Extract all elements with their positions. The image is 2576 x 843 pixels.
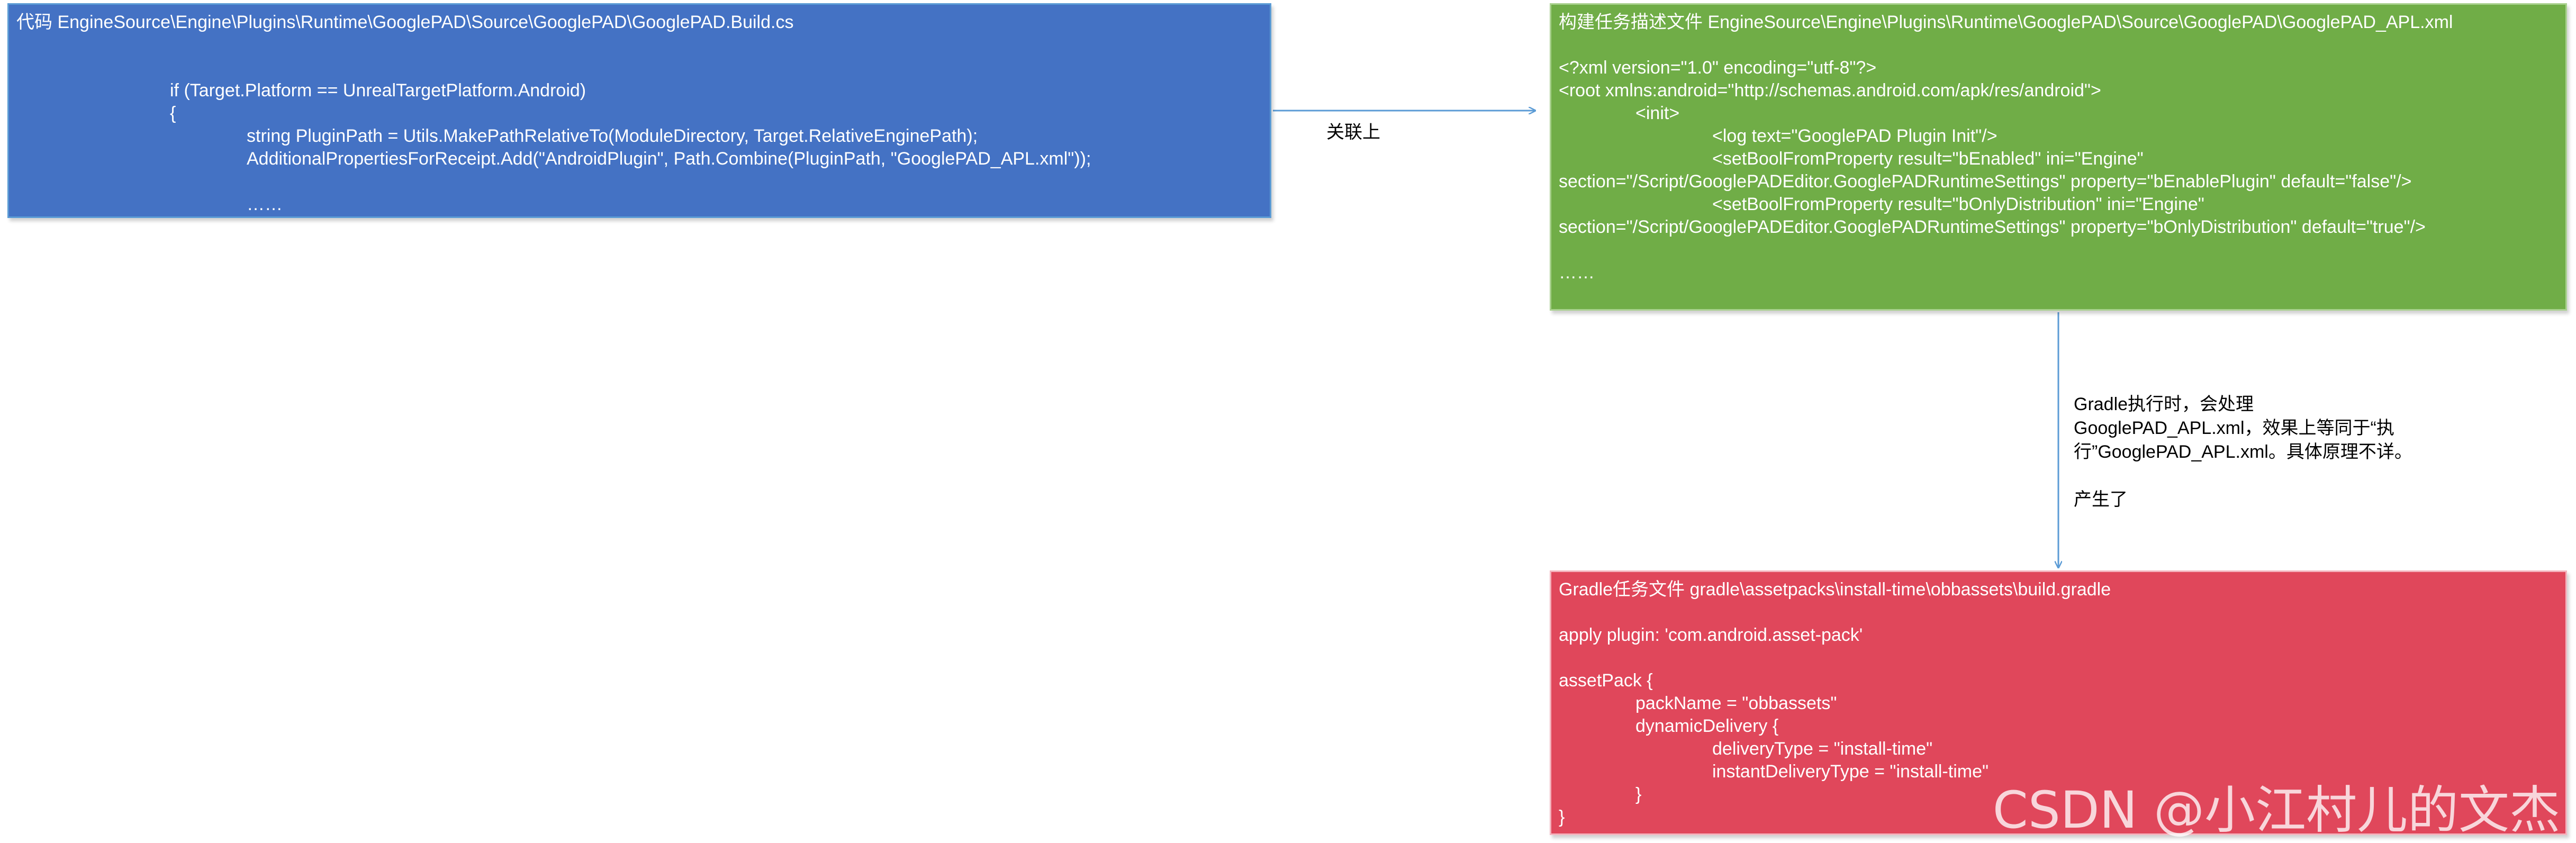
gradle-box-title: Gradle任务文件 gradle\assetpacks\install-tim… (1559, 579, 2111, 600)
apl-box-title: 构建任务描述文件 EngineSource\Engine\Plugins\Run… (1559, 12, 2453, 32)
csdn-watermark: CSDN @小江村儿的文杰 (1992, 781, 2560, 840)
code-line: if (Target.Platform == UnrealTargetPlatf… (170, 80, 586, 101)
note-line: GooglePAD_APL.xml，效果上等同于“执 (2074, 418, 2394, 438)
xml-line: section="/Script/GooglePADEditor.GoogleP… (1559, 217, 2426, 237)
note-line: 行”GooglePAD_APL.xml。具体原理不详。 (2074, 442, 2412, 462)
code-line: AdditionalPropertiesForReceipt.Add("Andr… (247, 149, 1091, 169)
gradle-processing-note: Gradle执行时，会处理 GooglePAD_APL.xml，效果上等同于“执… (2074, 393, 2539, 512)
gradle-line: deliveryType = "install-time" (1712, 739, 1933, 759)
xml-line: <setBoolFromProperty result="bOnlyDistri… (1712, 194, 2204, 214)
gradle-line: } (1635, 784, 1642, 804)
xml-line: …… (1559, 262, 1595, 283)
xml-line: <?xml version="1.0" encoding="utf-8"?> (1559, 58, 1877, 78)
build-cs-code-box: 代码 EngineSource\Engine\Plugins\Runtime\G… (7, 3, 1271, 218)
code-line: string PluginPath = Utils.MakePathRelati… (247, 126, 978, 146)
code-line (16, 34, 1262, 57)
gradle-line: packName = "obbassets" (1635, 693, 1837, 713)
gradle-line: dynamicDelivery { (1635, 716, 1779, 736)
xml-line: <root xmlns:android="http://schemas.andr… (1559, 80, 2101, 101)
xml-line: <init> (1635, 103, 1680, 123)
xml-line (1559, 239, 2558, 261)
note-line (2074, 464, 2539, 488)
code-box-title: 代码 EngineSource\Engine\Plugins\Runtime\G… (16, 12, 794, 32)
note-line: 产生了 (2074, 490, 2128, 510)
code-line: { (170, 103, 176, 123)
gradle-line: apply plugin: 'com.android.asset-pack' (1559, 625, 1863, 645)
gradle-line (1559, 601, 2558, 624)
gradle-line: } (1559, 807, 1565, 827)
link-label: 关联上 (1326, 122, 1380, 142)
xml-line: section="/Script/GooglePADEditor.GoogleP… (1559, 171, 2412, 192)
code-line: …… (247, 194, 283, 214)
xml-line: <log text="GooglePAD Plugin Init"/> (1712, 126, 1997, 146)
note-line: Gradle执行时，会处理 (2074, 394, 2254, 414)
code-line (16, 170, 1262, 193)
gradle-line (1559, 647, 2558, 669)
build-gradle-box: Gradle任务文件 gradle\assetpacks\install-tim… (1550, 570, 2567, 840)
code-line (16, 57, 1262, 79)
gradle-line: instantDeliveryType = "install-time" (1712, 762, 1989, 782)
xml-line (1559, 34, 2558, 57)
xml-line: <setBoolFromProperty result="bEnabled" i… (1712, 149, 2144, 169)
gradle-line: assetPack { (1559, 670, 1653, 691)
apl-xml-box: 构建任务描述文件 EngineSource\Engine\Plugins\Run… (1550, 3, 2567, 311)
